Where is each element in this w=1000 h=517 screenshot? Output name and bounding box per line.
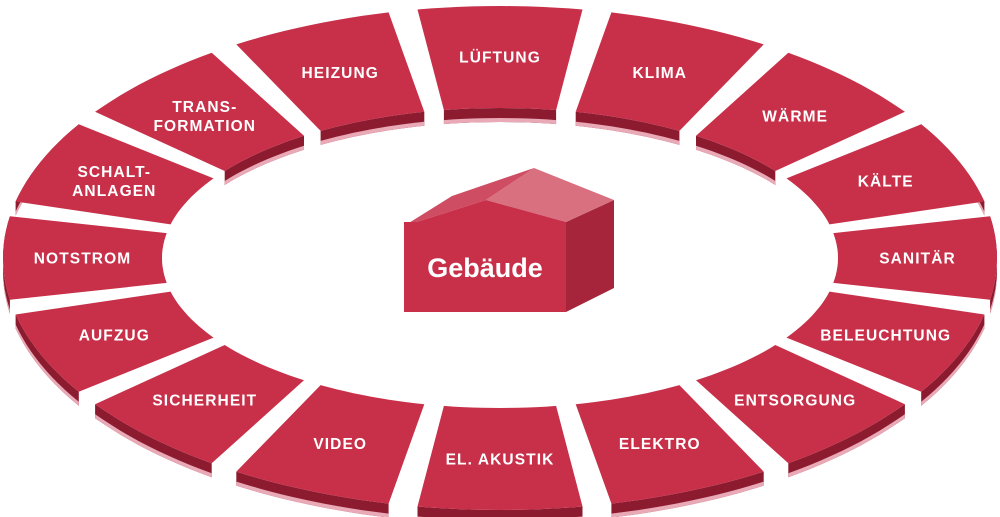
segment-sanitaer (833, 216, 997, 300)
segment-label-line: HEIZUNG (301, 65, 378, 82)
segment-schaltanlagen (15, 124, 214, 225)
segment-label-lueftung: LÜFTUNG (459, 50, 541, 67)
ring-label-layer: LÜFTUNG HEIZUNG KLIMA WÄRME TRANS- FORMATION S… (34, 50, 956, 469)
segment-label-aufzug: AUFZUG (79, 327, 150, 344)
segment-label-line: ENTSORGUNG (734, 393, 856, 410)
ring-segment-layer (3, 6, 997, 510)
segment-notstrom (3, 216, 167, 300)
segment-transformation (95, 52, 304, 172)
segment-label-line: TRANS- (172, 99, 237, 116)
segment-video (236, 385, 425, 504)
segment-aufzug (15, 291, 214, 392)
segment-edge-waerme (696, 145, 776, 185)
segment-kaelte (786, 124, 985, 225)
segment-label-kaelte: KÄLTE (858, 174, 914, 191)
segment-label-line: AUFZUG (79, 327, 150, 344)
segment-elektro (575, 385, 764, 504)
segment-entsorgung (696, 345, 905, 464)
segment-label-line: SANITÄR (879, 251, 956, 268)
segment-edge-beleuchtung (921, 324, 985, 406)
segment-edge-video (236, 481, 389, 517)
segment-label-line: KÄLTE (858, 174, 914, 191)
ring-side-layer (3, 108, 997, 517)
segment-label-notstrom: NOTSTROM (34, 251, 132, 268)
building-front-wall (404, 222, 566, 312)
segment-sicherheit (95, 345, 304, 464)
building-label: Gebäude (427, 253, 543, 283)
segment-lueftung (417, 6, 583, 111)
segment-label-line: WÄRME (762, 108, 828, 125)
segment-heizung (236, 12, 425, 131)
segment-label-transformation: TRANS- FORMATION (153, 99, 256, 135)
segment-label-line: ANLAGEN (72, 183, 156, 200)
segment-label-line: ELEKTRO (619, 436, 701, 453)
segment-side-sicherheit (95, 404, 212, 478)
segment-beleuchtung (786, 291, 985, 392)
segment-edge-lueftung (443, 118, 557, 125)
segment-waerme (696, 52, 905, 172)
segment-label-entsorgung: ENTSORGUNG (734, 393, 856, 410)
building-roof-right (486, 168, 614, 222)
segment-label-line: NOTSTROM (34, 251, 132, 268)
segment-label-heizung: HEIZUNG (301, 65, 378, 82)
segment-el-akustik (417, 405, 583, 510)
segment-label-schaltanlagen: SCHALT- ANLAGEN (72, 164, 156, 200)
segment-edge-elektro (611, 481, 764, 517)
segment-label-line: SCHALT- (77, 164, 151, 181)
segment-label-sicherheit: SICHERHEIT (152, 393, 257, 410)
segment-edge-klima (575, 121, 680, 145)
segment-label-line: FORMATION (153, 118, 256, 135)
building-side-wall (566, 200, 614, 312)
segment-label-klima: KLIMA (633, 65, 688, 82)
segment-klima (575, 12, 764, 131)
segment-edge-sicherheit (95, 414, 212, 478)
segment-label-line: LÜFTUNG (459, 50, 541, 67)
building-gable (404, 200, 566, 226)
segment-label-line: KLIMA (633, 65, 688, 82)
segment-label-sanitaer: SANITÄR (879, 251, 956, 268)
segment-edge-heizung (320, 121, 425, 145)
segment-edge-aufzug (15, 324, 79, 406)
segment-side-beleuchtung (921, 314, 985, 406)
segment-label-line: SICHERHEIT (152, 393, 257, 410)
segment-side-aufzug (15, 314, 79, 406)
segment-side-elektro (611, 471, 764, 517)
segment-edge-entsorgung (788, 414, 905, 478)
segment-label-waerme: WÄRME (762, 108, 828, 125)
segment-side-el-akustik (417, 506, 583, 517)
segment-label-video: VIDEO (313, 436, 367, 453)
segment-label-line: VIDEO (313, 436, 367, 453)
segment-label-line: EL. AKUSTIK (446, 452, 555, 469)
segment-label-beleuchtung: BELEUCHTUNG (820, 327, 951, 344)
building-roof-left (404, 168, 534, 226)
segment-side-entsorgung (788, 404, 905, 478)
segment-label-elektro: ELEKTRO (619, 436, 701, 453)
segment-side-video (236, 471, 389, 517)
building-icon: Gebäude (404, 168, 614, 312)
segment-label-el-akustik: EL. AKUSTIK (446, 452, 555, 469)
segment-label-line: BELEUCHTUNG (820, 327, 951, 344)
segment-edge-transformation (224, 145, 304, 185)
